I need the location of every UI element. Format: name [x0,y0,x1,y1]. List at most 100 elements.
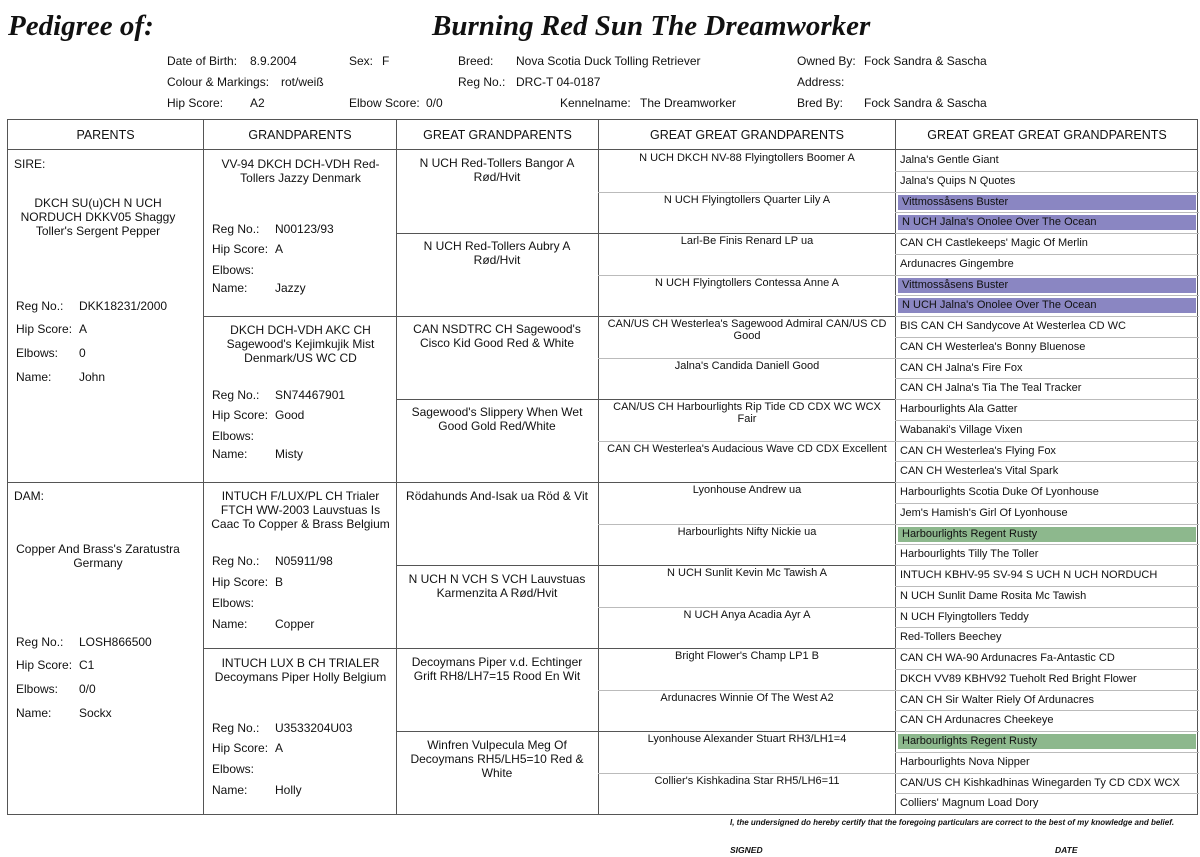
gp-hip-value: A [275,741,284,755]
gp-name-value: Misty [275,447,303,461]
sire-title: DKCH SU(u)CH N UCH NORDUCH DKKV05 Shaggy… [20,196,176,238]
row-divider [396,233,598,234]
gp-reg-value: N05911/98 [275,554,333,568]
row-divider [895,420,1199,421]
great-grandparent: CAN NSDTRC CH Sagewood's Cisco Kid Good … [413,322,581,350]
row-divider [895,627,1199,628]
ggg-grandparent: CAN CH Sir Walter Riely Of Ardunacres [900,694,1094,706]
row-divider [396,565,598,566]
reg-value: DRC-T 04-0187 [516,75,601,89]
row-divider [895,524,1199,525]
row-divider [598,441,895,442]
dob-value: 8.9.2004 [250,54,297,68]
signed-label: SIGNED [730,845,763,855]
row-divider [598,607,895,608]
row-divider [895,752,1199,753]
row-divider [396,648,598,649]
elbow-label: Elbow Score: [349,96,420,110]
col-header-gg-grandparents: GREAT GREAT GRANDPARENTS [649,128,844,142]
ggg-grandparent: Wabanaki's Village Vixen [900,424,1023,436]
row-divider [598,233,895,234]
row-divider [895,710,1199,711]
row-divider [895,316,1199,317]
great-grandparent: N UCH Red-Tollers Aubry A Rød/Hvit [423,239,571,267]
gg-grandparent: N UCH Flyingtollers Quarter Lily A [663,194,831,206]
ggg-grandparent: Colliers' Magnum Load Dory [900,797,1039,809]
sire-hip-label: Hip Score: [16,322,73,336]
ggg-grandparent: CAN CH Castlekeeps' Magic Of Merlin [900,237,1088,249]
ggg-grandparent: Harbourlights Nova Nipper [900,756,1030,768]
ggg-grandparent: Vittmossåsens Buster [898,195,1196,210]
header-divider [8,149,1197,150]
ggg-grandparent: Harbourlights Regent Rusty [898,527,1196,542]
row-divider [895,503,1199,504]
ggg-grandparent: Harbourlights Ala Gatter [900,403,1018,415]
ggg-grandparent: Ardunacres Gingembre [900,258,1014,270]
row-divider [895,192,1199,193]
grandparent-title: INTUCH LUX B CH TRIALER Decoymans Piper … [214,656,387,684]
colour-value: rot/weiß [281,75,324,89]
bred-label: Bred By: [797,96,844,110]
row-divider [895,275,1199,276]
gg-grandparent: Lyonhouse Andrew ua [692,484,802,496]
row-divider [895,607,1199,608]
ggg-grandparent: BIS CAN CH Sandycove At Westerlea CD WC [900,320,1126,332]
row-divider [895,441,1199,442]
row-divider [895,233,1199,234]
gp-elbows-label: Elbows: [212,429,255,443]
hip-label: Hip Score: [167,96,224,110]
dam-reg-value: LOSH866500 [79,635,152,649]
gp-elbows-label: Elbows: [212,263,255,277]
bred-value: Fock Sandra & Sascha [864,96,987,110]
gp-hip-label: Hip Score: [212,242,269,256]
dam-elbows-label: Elbows: [16,682,59,696]
great-grandparent: N UCH N VCH S VCH Lauvstuas Karmenzita A… [408,572,586,600]
sire-dam-divider [8,482,396,483]
gg-grandparent: Ardunacres Winnie Of The West A2 [660,692,834,704]
breed-label: Breed: [458,54,494,68]
gp-hip-value: A [275,242,284,256]
row-divider [396,316,598,317]
dam-heading: DAM: [14,489,44,503]
row-divider [895,544,1199,545]
ggg-grandparent: Harbourlights Tilly The Toller [900,548,1039,560]
row-divider [396,399,598,400]
row-divider [598,482,895,483]
gp-name-label: Name: [212,783,248,797]
sire-heading: SIRE: [14,157,46,171]
owned-label: Owned By: [797,54,856,68]
gg-grandparent: Bright Flower's Champ LP1 B [675,650,819,662]
gg-grandparent: CAN CH Westerlea's Audacious Wave CD CDX… [607,443,887,455]
col-header-great-grandparents: GREAT GRANDPARENTS [423,128,572,142]
ggg-grandparent: N UCH Jalna's Onolee Over The Ocean [898,298,1196,313]
gp-name-label: Name: [212,447,248,461]
gp-reg-value: U3533204U03 [275,721,353,735]
ggg-grandparent: Jalna's Gentle Giant [900,154,999,166]
gg-grandparent: N UCH Sunlit Kevin Mc Tawish A [667,567,827,579]
gp-reg-label: Reg No.: [212,388,260,402]
gp-reg-label: Reg No.: [212,554,260,568]
gp-elbows-label: Elbows: [212,762,255,776]
gg-grandparent: Larl-Be Finis Renard LP ua [680,235,814,247]
row-divider [895,254,1199,255]
kennel-label: Kennelname: [560,96,631,110]
gp-hip-value: Good [275,408,305,422]
ggg-grandparent: CAN CH WA-90 Ardunacres Fa-Antastic CD [900,652,1115,664]
row-divider [203,648,396,649]
dam-title: Copper And Brass's Zaratustra Germany [16,542,180,570]
col-header-parents: PARENTS [76,128,135,142]
gp-hip-label: Hip Score: [212,741,269,755]
ggg-grandparent: N UCH Sunlit Dame Rosita Mc Tawish [900,590,1087,602]
col-header-grandparents: GRANDPARENTS [248,128,352,142]
ggg-grandparent: CAN CH Jalna's Tia The Teal Tracker [900,382,1082,394]
dam-hip-value: C1 [79,658,95,672]
row-divider [895,690,1199,691]
gg-grandparent: CAN/US CH Harbourlights Rip Tide CD CDX … [613,401,881,425]
date-label: DATE [1055,845,1078,855]
gg-grandparent: Lyonhouse Alexander Stuart RH3/LH1=4 [647,733,847,745]
dam-hip-label: Hip Score: [16,658,73,672]
row-divider [396,731,598,732]
row-divider [895,482,1199,483]
ggg-grandparent: INTUCH KBHV-95 SV-94 S UCH N UCH NORDUCH [900,569,1158,581]
great-grandparent: Rödahunds And-Isak ua Röd & Vit [406,489,588,503]
